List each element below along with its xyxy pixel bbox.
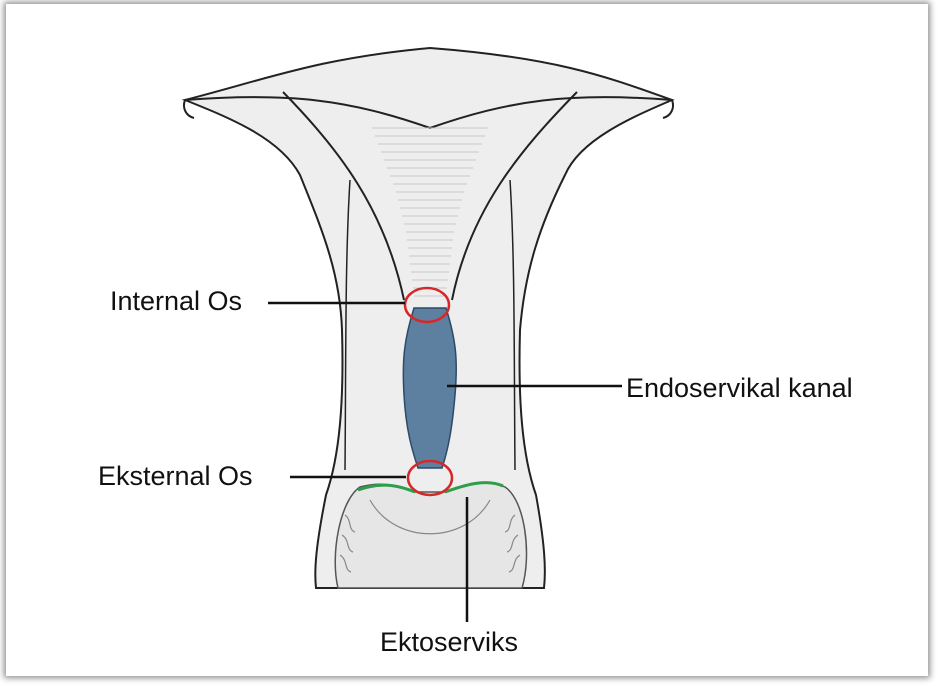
endocervical-canal: [403, 308, 456, 468]
internal-os-label: Internal Os: [110, 286, 242, 317]
eksternal-os-label: Eksternal Os: [98, 461, 253, 492]
endoservikal-kanal-label: Endoservikal kanal: [626, 373, 853, 404]
ektoserviks-label: Ektoserviks: [380, 627, 518, 658]
ectocervix: [335, 483, 526, 588]
